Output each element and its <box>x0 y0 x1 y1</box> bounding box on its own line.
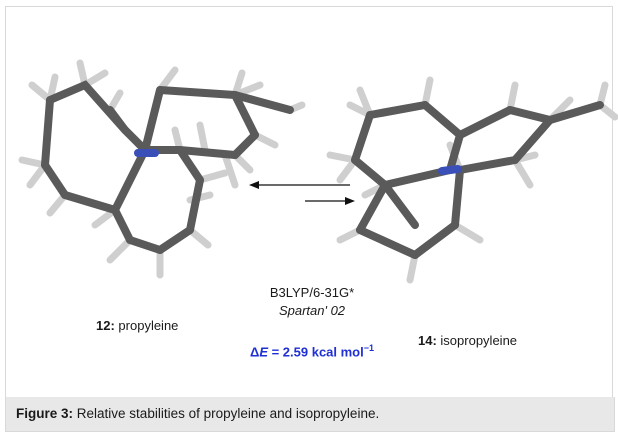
energy-variable: E <box>259 344 268 360</box>
energy-delta: Δ <box>249 344 260 360</box>
propyleine-3d-model <box>18 59 306 279</box>
equilibrium-arrows <box>249 181 355 205</box>
left-compound-name: propyleine <box>118 318 179 333</box>
energy-exponent: −1 <box>363 343 375 353</box>
computational-method: B3LYP/6-31G* Spartan' 02 <box>232 284 392 320</box>
left-compound-number: 12: <box>96 318 115 333</box>
right-compound-name: isopropyleine <box>440 333 518 348</box>
method-basis-set: B3LYP/6-31G* <box>269 285 355 300</box>
isopropyleine-3d-model <box>326 76 618 284</box>
energy-value: = 2.59 kcal mol <box>267 344 364 360</box>
right-compound-label: 14: isopropyleine <box>418 333 517 348</box>
method-software: Spartan' 02 <box>278 303 346 318</box>
caption-label: Figure 3: <box>16 406 74 421</box>
caption-text: Relative stabilities of propyleine and i… <box>76 406 380 421</box>
right-compound-number: 14: <box>418 333 437 348</box>
figure-caption: Figure 3: Relative stabilities of propyl… <box>5 397 615 432</box>
left-compound-label: 12: propyleine <box>96 318 178 333</box>
energy-difference: ΔE = 2.59 kcal mol−1 <box>232 343 392 359</box>
